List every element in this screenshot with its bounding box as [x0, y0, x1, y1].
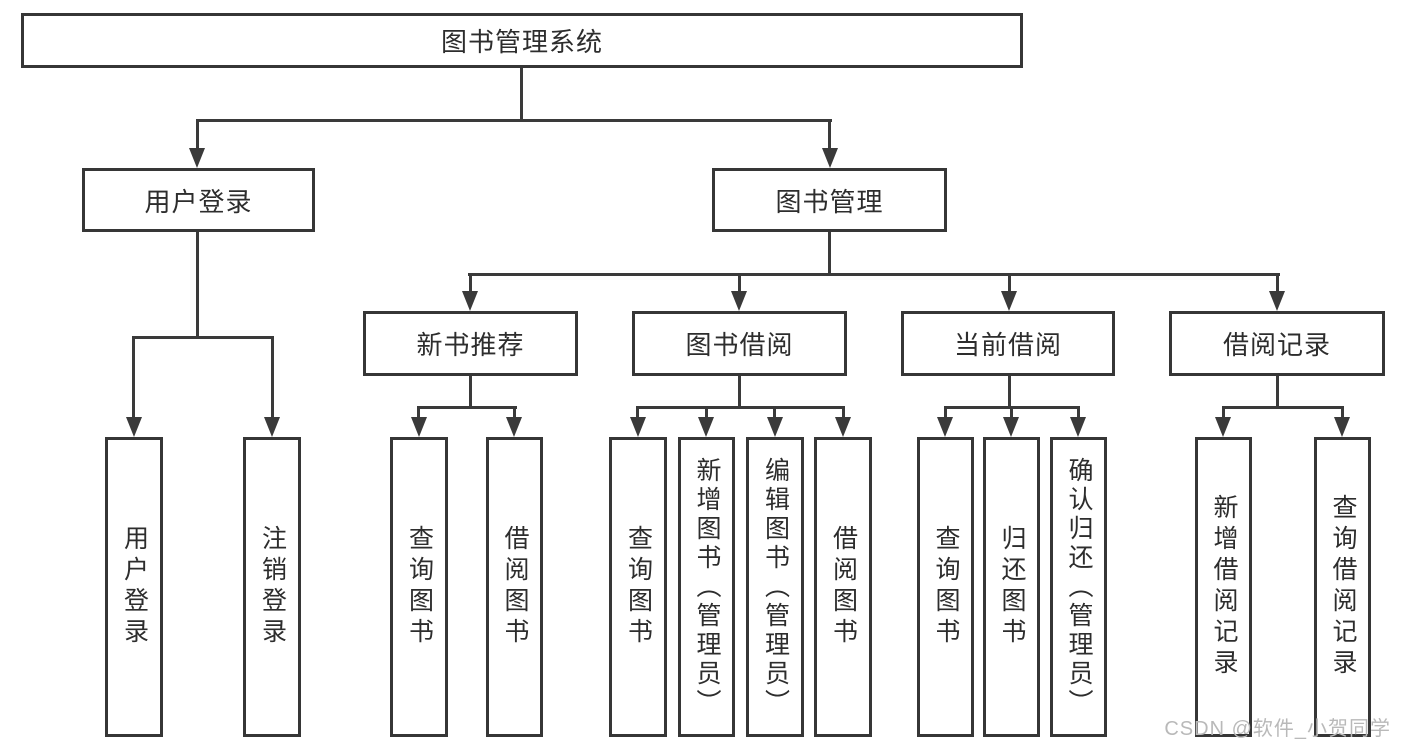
node-label: 图书管理	[775, 186, 884, 217]
arrowhead	[698, 417, 714, 437]
leaf-label: 新增图书（管理员）	[693, 456, 721, 718]
leaf-borrow-books-recommend: 借阅图书	[486, 437, 543, 737]
leaf-label: 借阅图书	[501, 525, 529, 649]
connector-line	[520, 68, 523, 119]
arrowhead	[1001, 291, 1017, 311]
connector-line	[469, 376, 472, 406]
connector-line	[738, 376, 741, 406]
connector-line	[636, 406, 639, 421]
node-label: 用户登录	[144, 186, 253, 217]
arrowhead	[506, 417, 522, 437]
connector-line	[738, 273, 741, 295]
arrowhead	[126, 417, 142, 437]
connector-line	[944, 406, 947, 421]
leaf-label: 确认归还（管理员）	[1065, 456, 1093, 718]
arrowhead	[630, 417, 646, 437]
leaf-logout: 注销登录	[243, 437, 301, 737]
leaf-add-book-admin: 新增图书（管理员）	[678, 437, 735, 737]
leaf-query-books-borrow: 查询图书	[609, 437, 667, 737]
arrowhead	[937, 417, 953, 437]
leaf-label: 查询图书	[624, 525, 653, 649]
connector-line	[417, 406, 420, 421]
leaf-return-book: 归还图书	[983, 437, 1040, 737]
leaf-label: 查询图书	[405, 525, 434, 649]
arrowhead	[731, 291, 747, 311]
node-current-borrow: 当前借阅	[901, 311, 1115, 376]
connector-line	[1008, 273, 1011, 295]
arrowhead	[1003, 417, 1019, 437]
connector-line	[1077, 406, 1080, 421]
connector-line	[1222, 406, 1225, 421]
connector-line	[132, 336, 135, 421]
node-label: 当前借阅	[953, 330, 1062, 360]
arrowhead	[1070, 417, 1086, 437]
node-label: 图书借阅	[685, 330, 794, 360]
node-library-management-system: 图书管理系统	[21, 13, 1023, 68]
node-book-management: 图书管理	[712, 168, 947, 232]
leaf-user-login: 用户登录	[105, 437, 163, 737]
connector-line	[1010, 406, 1013, 421]
connector-line	[196, 119, 199, 151]
connector-line	[469, 273, 472, 295]
leaf-query-borrow-record: 查询借阅记录	[1314, 437, 1371, 737]
leaf-add-borrow-record: 新增借阅记录	[1195, 437, 1252, 737]
connector-line	[468, 273, 1280, 276]
leaf-label: 借阅图书	[829, 525, 858, 649]
connector-line	[1341, 406, 1344, 421]
arrowhead	[1334, 417, 1350, 437]
connector-line	[828, 232, 831, 273]
arrowhead	[189, 148, 205, 168]
connector-line	[417, 406, 517, 409]
leaf-edit-book-admin: 编辑图书（管理员）	[746, 437, 804, 737]
arrowhead	[462, 291, 478, 311]
connector-line	[196, 119, 832, 122]
connector-line	[271, 336, 274, 421]
arrowhead	[1269, 291, 1285, 311]
arrowhead	[822, 148, 838, 168]
connector-line	[828, 119, 831, 151]
leaf-label: 归还图书	[998, 525, 1026, 649]
node-user-login: 用户登录	[82, 168, 315, 232]
node-label: 借阅记录	[1222, 330, 1331, 360]
arrowhead	[835, 417, 851, 437]
leaf-label: 查询图书	[932, 525, 960, 649]
connector-line	[133, 336, 274, 339]
leaf-borrow-books: 借阅图书	[814, 437, 872, 737]
connector-line	[773, 406, 776, 421]
node-new-book-recommend: 新书推荐	[363, 311, 578, 376]
node-label: 图书管理系统	[440, 27, 603, 57]
connector-line	[1222, 406, 1344, 409]
node-book-borrow: 图书借阅	[632, 311, 847, 376]
connector-line	[705, 406, 708, 421]
connector-line	[1008, 376, 1011, 406]
connector-line	[1276, 273, 1279, 295]
leaf-query-books-recommend: 查询图书	[390, 437, 448, 737]
csdn-watermark: CSDN @软件_小贺同学	[1164, 718, 1391, 740]
leaf-label: 新增借阅记录	[1210, 494, 1238, 680]
connector-line	[1276, 376, 1279, 406]
connector-line	[636, 406, 845, 409]
leaf-label: 查询借阅记录	[1329, 494, 1357, 680]
leaf-label: 用户登录	[120, 525, 149, 649]
leaf-query-books-current: 查询图书	[917, 437, 974, 737]
arrowhead	[1215, 417, 1231, 437]
arrowhead	[264, 417, 280, 437]
connector-line	[842, 406, 845, 421]
arrowhead	[411, 417, 427, 437]
node-borrow-records: 借阅记录	[1169, 311, 1385, 376]
connector-line	[513, 406, 516, 421]
leaf-label: 编辑图书（管理员）	[761, 456, 790, 718]
connector-line	[196, 232, 199, 336]
arrowhead	[767, 417, 783, 437]
node-label: 新书推荐	[416, 330, 525, 360]
leaf-confirm-return-admin: 确认归还（管理员）	[1050, 437, 1107, 737]
leaf-label: 注销登录	[258, 525, 287, 649]
